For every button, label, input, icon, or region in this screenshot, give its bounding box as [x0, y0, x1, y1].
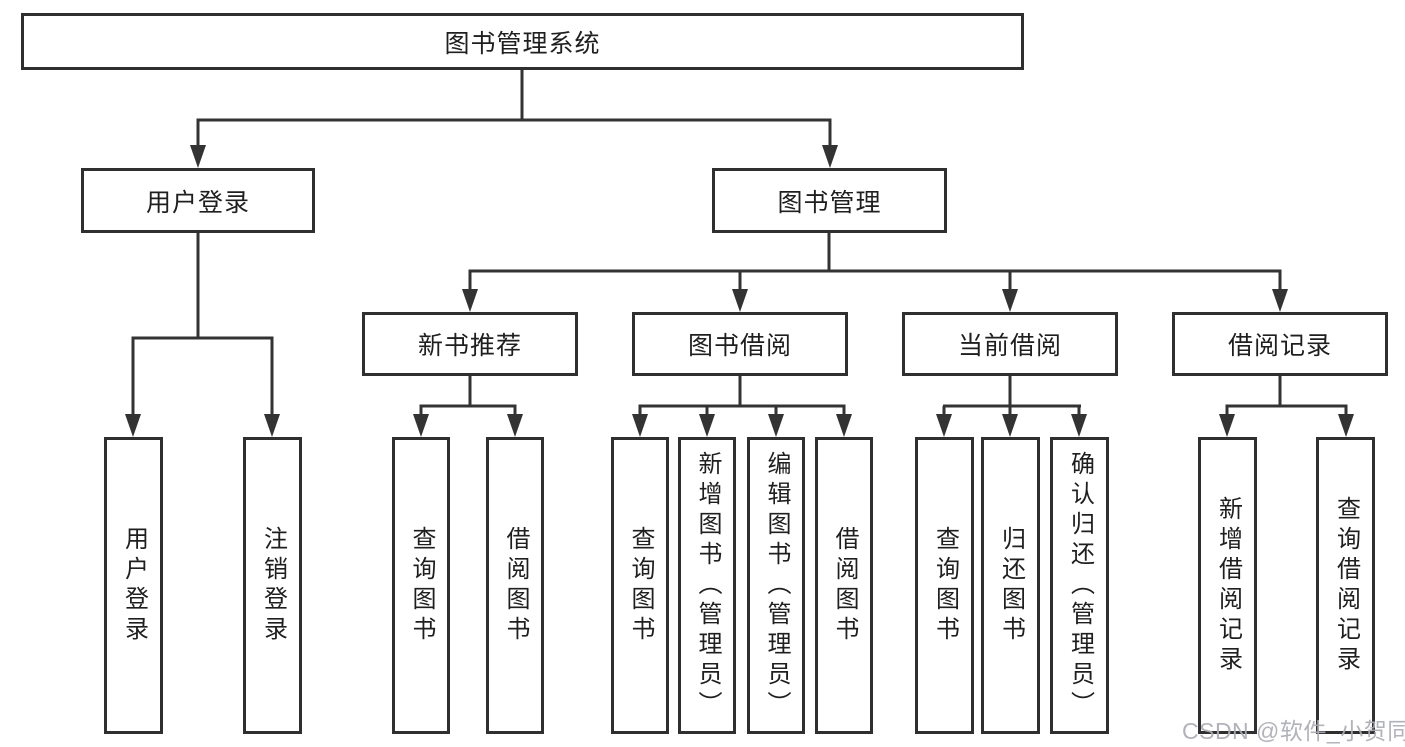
- node-root: 图书管理系统: [21, 13, 1024, 70]
- node-current-borrow: 当前借阅: [902, 312, 1118, 376]
- leaf-user-login-label: 用户登录: [120, 525, 148, 646]
- leaf-query-borrow-record: 查询借阅记录: [1316, 437, 1375, 734]
- leaf-query-book-1-label: 查询图书: [408, 525, 435, 646]
- node-user-login-label: 用户登录: [145, 188, 250, 217]
- leaf-confirm-return-admin-label: 确认归还（管理员）: [1066, 450, 1094, 721]
- leaf-add-borrow-record-label: 新增借阅记录: [1214, 495, 1242, 676]
- leaf-return-book-label: 归还图书: [997, 525, 1025, 646]
- connector-edges: [131, 70, 1348, 430]
- node-root-label: 图书管理系统: [444, 29, 601, 58]
- leaf-query-book-1: 查询图书: [392, 437, 450, 734]
- leaf-borrow-book-2: 借阅图书: [815, 437, 873, 734]
- leaf-borrow-book-1: 借阅图书: [486, 437, 544, 734]
- csdn-watermark: CSDN @软件_小贺同学: [1182, 718, 1405, 744]
- node-book-management-label: 图书管理: [777, 188, 882, 217]
- node-user-login: 用户登录: [81, 168, 315, 233]
- node-book-management: 图书管理: [712, 168, 947, 233]
- node-new-book-recommend: 新书推荐: [362, 312, 578, 376]
- leaf-borrow-book-1-label: 借阅图书: [502, 525, 529, 646]
- leaf-add-book-admin-label: 新增图书（管理员）: [694, 450, 721, 721]
- leaf-borrow-book-2-label: 借阅图书: [831, 525, 858, 646]
- leaf-add-borrow-record: 新增借阅记录: [1198, 437, 1257, 734]
- node-new-book-recommend-label: 新书推荐: [417, 332, 522, 360]
- leaf-query-borrow-record-label: 查询借阅记录: [1332, 495, 1360, 676]
- leaf-query-book-2-label: 查询图书: [627, 525, 654, 646]
- leaf-logout-label: 注销登录: [259, 525, 287, 646]
- leaf-query-book-3: 查询图书: [915, 437, 974, 734]
- leaf-add-book-admin: 新增图书（管理员）: [678, 437, 736, 734]
- node-current-borrow-label: 当前借阅: [957, 332, 1062, 360]
- arrowheads: [125, 145, 1354, 437]
- leaf-query-book-2: 查询图书: [611, 437, 669, 734]
- node-book-borrow-label: 图书借阅: [687, 332, 792, 360]
- node-book-borrow: 图书借阅: [632, 312, 848, 376]
- leaf-logout: 注销登录: [243, 437, 302, 734]
- leaf-query-book-3-label: 查询图书: [931, 525, 959, 646]
- leaf-edit-book-admin: 编辑图书（管理员）: [747, 437, 805, 734]
- leaf-return-book: 归还图书: [981, 437, 1040, 734]
- leaf-edit-book-admin-label: 编辑图书（管理员）: [763, 450, 790, 721]
- leaf-confirm-return-admin: 确认归还（管理员）: [1050, 437, 1109, 734]
- node-borrow-record-label: 借阅记录: [1227, 332, 1332, 360]
- leaf-user-login: 用户登录: [104, 437, 163, 734]
- node-borrow-record: 借阅记录: [1172, 312, 1388, 376]
